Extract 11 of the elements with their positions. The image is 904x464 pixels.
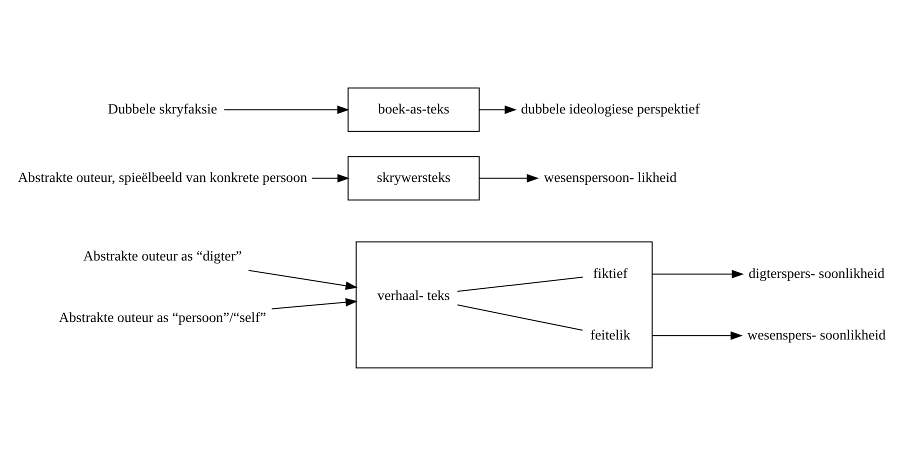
node-text: fiktief (592, 266, 628, 282)
node-text: Dubbele skryfaksie (107, 101, 217, 118)
node-text: dubbele ideologiese perspektief (520, 101, 700, 118)
node-text: Abstrakte outeur, spieëlbeeld van konkrete persoon (17, 170, 307, 186)
node-text: wesenspersoon- likheid (543, 170, 676, 186)
node-text: Abstrakte outeur as “persoon”/“self” (58, 310, 266, 326)
node-text: digterspers- soonlikheid (748, 266, 884, 282)
node-text: verhaal- teks (376, 288, 450, 304)
node-text: Abstrakte outeur as “digter” (82, 248, 242, 265)
node-text: wesenspers- soonlikheid (746, 327, 886, 344)
node-text: feitelik (590, 327, 630, 344)
